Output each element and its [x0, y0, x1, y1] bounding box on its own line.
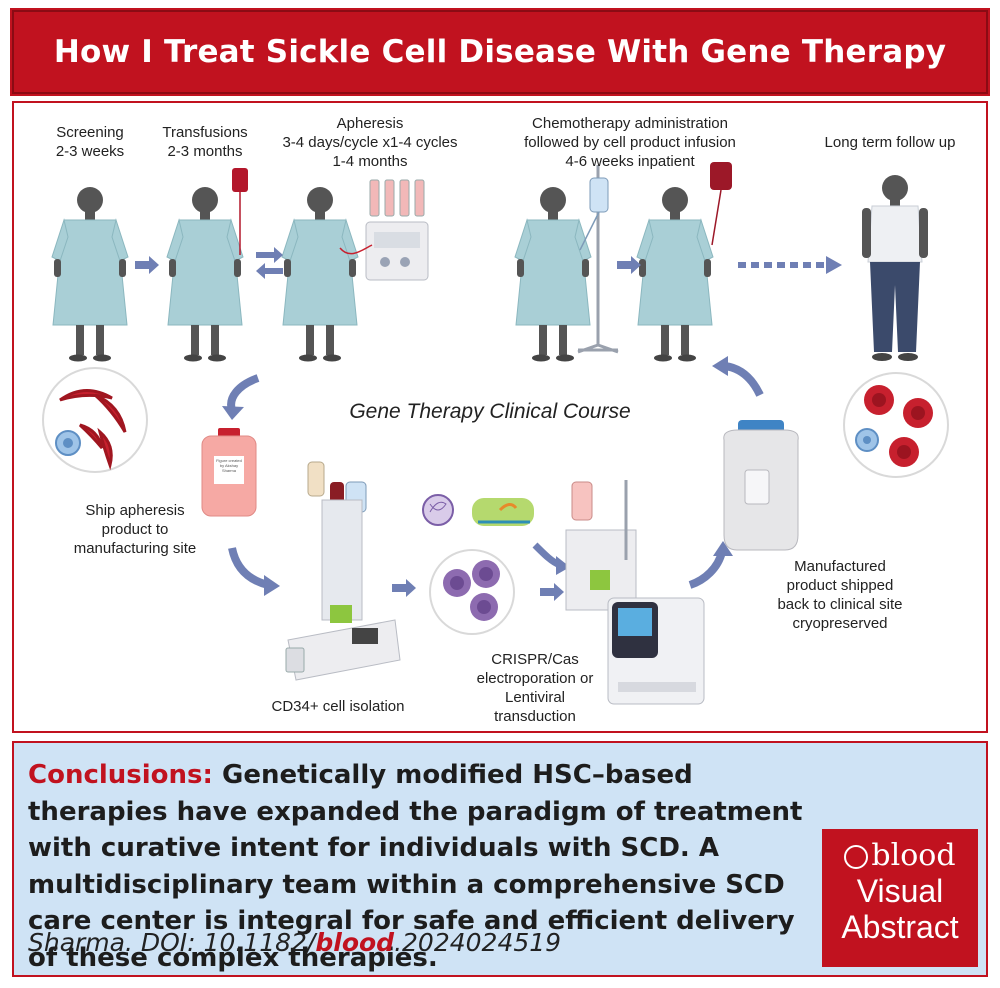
badge-brand: blood [871, 838, 956, 873]
stem-cells-icon [429, 549, 515, 635]
course-title: Gene Therapy Clinical Course [349, 400, 631, 423]
cryo-dewar-icon [723, 420, 799, 551]
conclusions-body: Genetically modified HSC–based therapies… [28, 760, 803, 973]
screening-label: Screening 2-3 weeks [30, 123, 150, 161]
arrowhead-icon [556, 556, 570, 575]
citation-suffix: .2024024519 [394, 928, 562, 957]
label-line: Lentiviral [504, 689, 566, 706]
iv-pole-icon [577, 165, 619, 354]
curved-arrow-icon [227, 374, 260, 412]
title-banner: How I Treat Sickle Cell Disease With Gen… [10, 8, 990, 96]
label-line: Manufactured [794, 558, 886, 575]
electroporation-device-icon [565, 480, 637, 611]
dotted-arrow-icon [738, 256, 842, 274]
step-detail: 3-4 days/cycle x1-4 cycles [282, 134, 458, 151]
citation: Sharma. DOI: 10.1182/blood.2024024519 [28, 928, 561, 957]
arrow-right-icon [540, 583, 564, 601]
chemotherapy-label: Chemotherapy administration followed by … [500, 114, 760, 171]
step-detail: followed by cell product infusion [524, 134, 736, 151]
curved-arrow-icon [688, 550, 726, 589]
arrow-right-icon [617, 256, 641, 274]
lentivirus-icon [422, 494, 454, 526]
patient-screening [51, 186, 129, 362]
blood-bag-icon [232, 168, 248, 255]
visual-abstract-badge: blood Visual Abstract [822, 829, 978, 967]
patient-transfusion [166, 186, 244, 362]
cell-product-bag-icon [710, 162, 732, 246]
sickle-cells-icon [42, 367, 148, 473]
curved-arrow-icon [228, 547, 270, 589]
step-title: Transfusions [162, 124, 248, 141]
page-title: How I Treat Sickle Cell Disease With Gen… [53, 34, 947, 70]
citation-prefix: Sharma. DOI: 10.1182/ [28, 928, 316, 957]
followup-label: Long term follow up [800, 133, 980, 152]
arrowhead-icon [712, 356, 728, 376]
manufactured-label: Manufactured product shipped back to cli… [755, 557, 925, 633]
step-title: Long term follow up [824, 134, 956, 151]
clinical-course-panel [12, 101, 988, 733]
crispr-cas-icon [472, 498, 534, 526]
patient-infusion [636, 186, 714, 362]
arrow-right-icon [392, 579, 416, 597]
arrowhead-icon [264, 575, 280, 596]
arrowhead-icon [713, 541, 733, 556]
badge-line1: Visual [856, 873, 944, 909]
arrowhead-icon [222, 406, 244, 420]
patient-followup [862, 175, 928, 361]
step-duration: 2-3 weeks [55, 143, 125, 160]
citation-journal: blood [315, 928, 395, 957]
label-line: manufacturing site [73, 540, 197, 557]
lentiviral-transduction-device-icon [607, 597, 705, 705]
step-duration: 1-4 months [332, 153, 408, 170]
apheresis-machine-icon [339, 179, 429, 281]
society-seal-icon [844, 845, 869, 869]
label-line: product to [101, 521, 169, 538]
label-line: cryopreserved [792, 615, 888, 632]
badge-line2: Abstract [841, 909, 959, 945]
step-title: Chemotherapy administration [532, 115, 728, 132]
arrow-right-icon [135, 256, 159, 274]
label-line: CRISPR/Cas [491, 651, 579, 668]
label-line: Ship apheresis [85, 502, 185, 519]
step-duration: 2-3 months [167, 143, 243, 160]
conclusions-heading: Conclusions: [28, 760, 213, 790]
ship-label: Ship apheresis product to manufacturing … [60, 501, 210, 558]
label-line: back to clinical site [777, 596, 903, 613]
crispr-label: CRISPR/Cas electroporation or Lentiviral… [460, 650, 610, 726]
label-line: product shipped [786, 577, 894, 594]
cd34-label: CD34+ cell isolation [248, 697, 428, 716]
bag-label: Figure created by Akshay Sharma [216, 458, 242, 473]
apheresis-product-bag-icon [201, 428, 257, 517]
label-line: CD34+ cell isolation [271, 698, 405, 715]
step-title: Screening [56, 124, 124, 141]
transfusions-label: Transfusions 2-3 months [145, 123, 265, 161]
conclusions-text: Conclusions: Genetically modified HSC–ba… [28, 757, 828, 976]
patient-chemotherapy [514, 186, 592, 362]
label-line: electroporation or [476, 670, 594, 687]
cd34-isolation-device-icon [285, 461, 401, 681]
label-line: transduction [494, 708, 576, 725]
conclusions-panel: Conclusions: Genetically modified HSC–ba… [12, 741, 988, 977]
healthy-red-cells-icon [843, 372, 949, 478]
apheresis-label: Apheresis 3-4 days/cycle x1-4 cycles 1-4… [260, 114, 480, 171]
patient-apheresis [281, 186, 359, 362]
badge-brand-row: blood [822, 839, 978, 873]
curved-arrow-icon [724, 362, 764, 397]
bidirectional-arrow-icon [256, 247, 283, 279]
step-title: Apheresis [336, 115, 404, 132]
step-duration: 4-6 weeks inpatient [565, 153, 695, 170]
